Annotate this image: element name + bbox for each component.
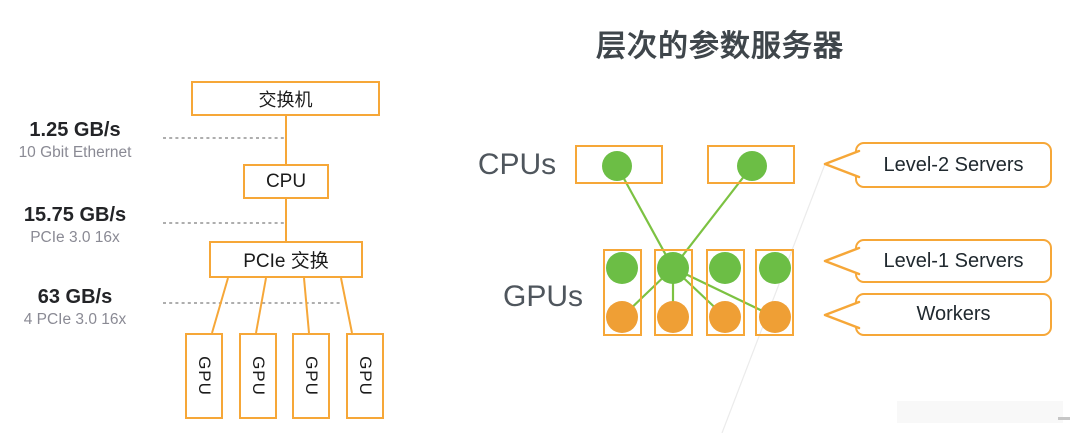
switch-box: 交换机 (191, 81, 380, 116)
level2-server-node (737, 151, 767, 181)
gpu-box-label: GPU (249, 356, 268, 396)
orange-connectors (211, 116, 353, 334)
callout-workers: Workers (855, 293, 1052, 336)
callout-level2-servers: Level-2 Servers (855, 142, 1052, 188)
callout-label: Level-2 Servers (883, 153, 1024, 176)
callout-pointer (823, 149, 861, 179)
callout-pointer (823, 246, 861, 276)
watermark-mark (1058, 417, 1070, 420)
worker-node (606, 301, 638, 333)
level1-server-node (606, 252, 638, 284)
bandwidth-link-type: 4 PCIe 3.0 16x (23, 311, 127, 328)
pcie-switch-box-label: PCIe 交换 (243, 251, 329, 272)
bandwidth-link-type: 10 Gbit Ethernet (18, 144, 132, 161)
switch-box-label: 交换机 (258, 89, 313, 110)
bandwidth-rate: 63 GB/s (37, 286, 113, 308)
cpu-box-label: CPU (265, 170, 307, 192)
cpus-row-label: CPUs (477, 148, 557, 181)
gpu-box-label: GPU (302, 356, 321, 396)
worker-node (759, 301, 791, 333)
gpus-row-label: GPUs (502, 280, 583, 313)
cpu-box: CPU (243, 164, 329, 199)
worker-node (657, 301, 689, 333)
gpu-box: GPU (185, 333, 223, 419)
dotted-level-lines (163, 137, 341, 304)
gpu-box: GPU (346, 333, 384, 419)
gpu-box: GPU (292, 333, 330, 419)
callout-label: Workers (916, 303, 991, 325)
gpu-box-label: GPU (356, 356, 375, 396)
level1-server-node (657, 252, 689, 284)
bandwidth-label-pcie: 15.75 GB/s PCIe 3.0 16x (0, 204, 150, 247)
callout-label: Level-1 Servers (883, 249, 1024, 272)
callout-level1-servers: Level-1 Servers (855, 239, 1052, 283)
bandwidth-rate: 15.75 GB/s (23, 204, 127, 226)
worker-node (709, 301, 741, 333)
level1-server-node (759, 252, 791, 284)
bandwidth-label-4pcie: 63 GB/s 4 PCIe 3.0 16x (0, 286, 150, 329)
bandwidth-rate: 1.25 GB/s (29, 119, 121, 141)
bandwidth-label-ethernet: 1.25 GB/s 10 Gbit Ethernet (0, 119, 150, 162)
page-title: 层次的参数服务器 (596, 30, 844, 63)
pcie-switch-box: PCIe 交换 (209, 241, 363, 278)
gpu-box: GPU (239, 333, 277, 419)
bandwidth-link-type: PCIe 3.0 16x (30, 229, 120, 246)
level1-server-node (709, 252, 741, 284)
callout-pointer (823, 300, 861, 330)
level2-server-node (602, 151, 632, 181)
gpu-box-label: GPU (195, 356, 214, 396)
watermark-block (897, 401, 1063, 423)
